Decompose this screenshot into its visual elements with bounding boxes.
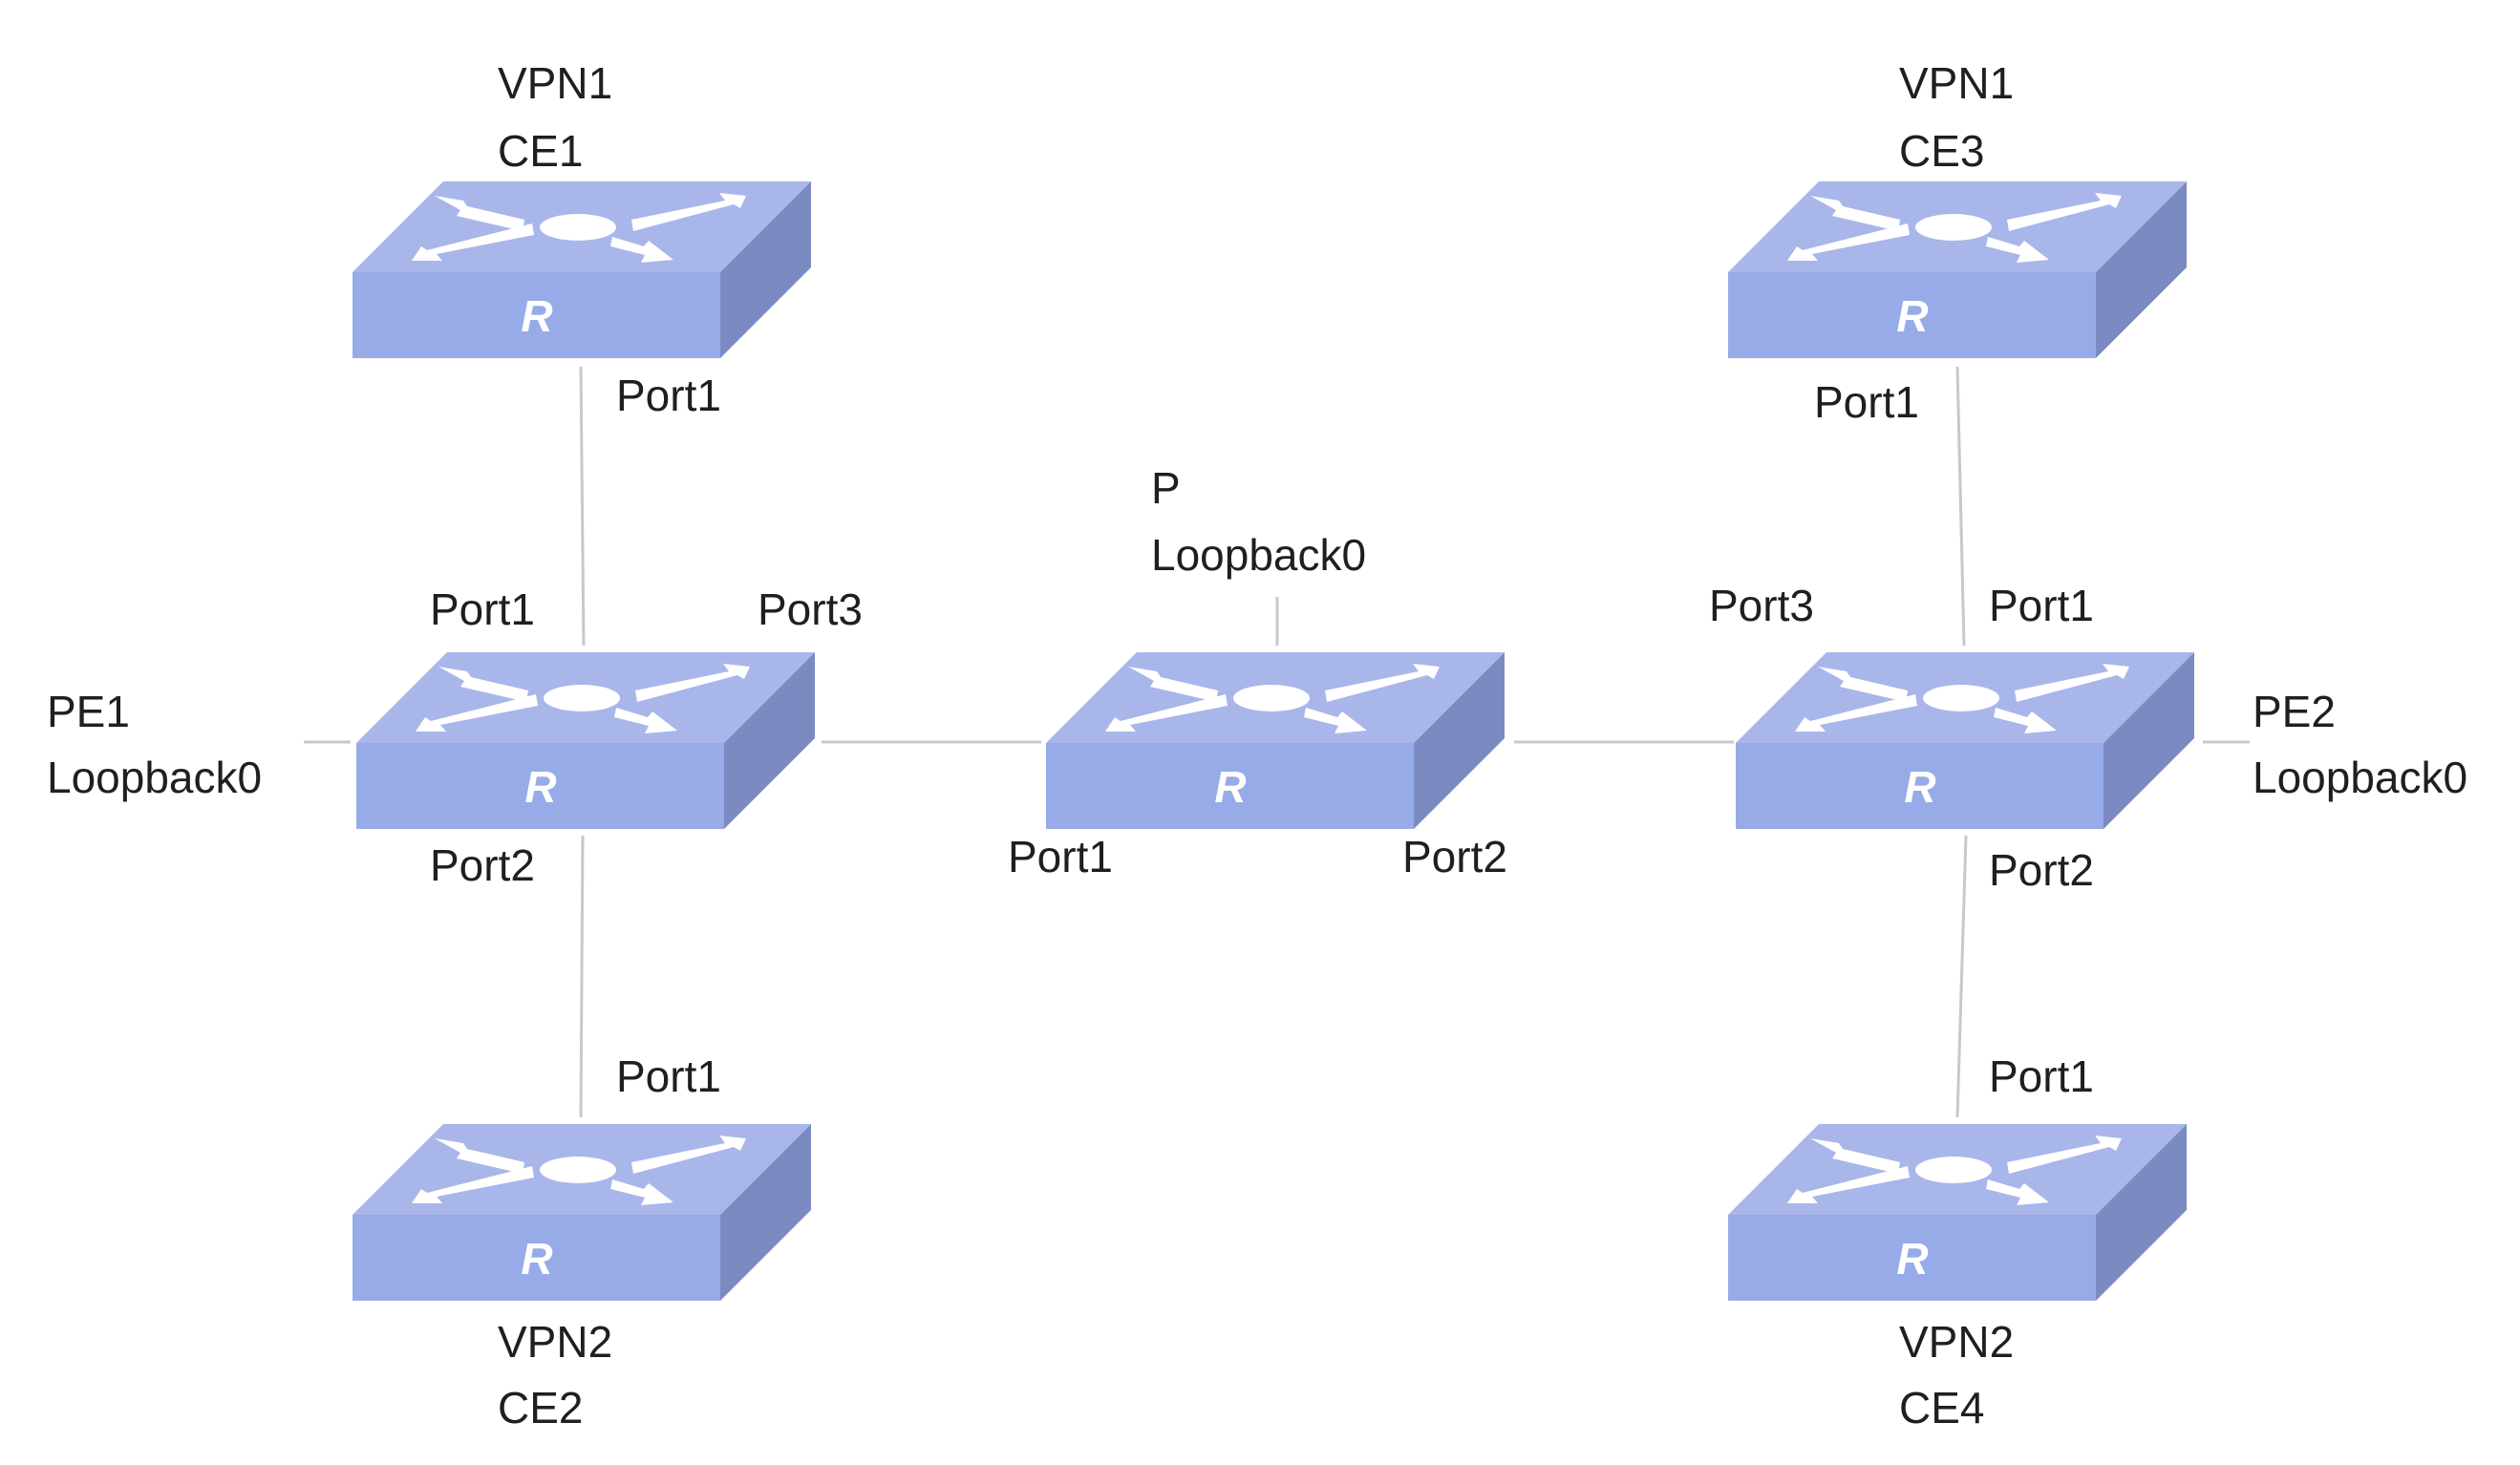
router-p: R xyxy=(1046,652,1505,829)
device-label-ce3-line2: CE3 xyxy=(1899,126,1984,176)
link-pe1-ce2 xyxy=(579,835,585,1118)
device-label-pe1-line2: Loopback0 xyxy=(47,753,262,802)
router-letter-ce4: R xyxy=(1896,1234,1928,1284)
router-ce3: R xyxy=(1728,181,2187,358)
device-label-ce2-line2: CE2 xyxy=(498,1383,583,1433)
device-label-pe2-line2: Loopback0 xyxy=(2253,753,2467,802)
router-letter-pe1: R xyxy=(524,762,556,812)
port-label-pe2-port3: Port3 xyxy=(1709,581,1814,630)
device-label-p-line2: Loopback0 xyxy=(1151,530,1366,580)
device-label-ce4-line2: CE4 xyxy=(1899,1383,1984,1433)
device-labels: VPN1 CE1 VPN2 CE2 PE1 Loopback0 P Loopba… xyxy=(47,58,2467,1433)
port-label-pe1-port1: Port1 xyxy=(430,584,535,634)
link-ce1-pe1 xyxy=(579,366,586,647)
router-icon xyxy=(352,1124,811,1301)
port-label-pe1-port2: Port2 xyxy=(430,840,535,890)
connection-links xyxy=(304,366,2250,1118)
port-label-pe2-port2: Port2 xyxy=(1989,845,2094,895)
device-label-ce1-line1: VPN1 xyxy=(498,58,612,108)
port-label-pe2-port1: Port1 xyxy=(1989,581,2094,630)
router-letter-pe2: R xyxy=(1904,762,1935,812)
device-label-pe1-line1: PE1 xyxy=(47,687,130,736)
link-ce3-pe2 xyxy=(1955,366,1966,647)
port-labels: Port1 Port1 Port3 Port2 Port1 Port1 Port… xyxy=(430,371,2094,1101)
device-label-ce2-line1: VPN2 xyxy=(498,1317,612,1367)
port-label-ce4-port1: Port1 xyxy=(1989,1051,2094,1101)
port-label-pe1-port3: Port3 xyxy=(758,584,863,634)
router-icon xyxy=(1728,181,2187,358)
port-label-ce3-port1: Port1 xyxy=(1814,377,1919,427)
device-label-ce3-line1: VPN1 xyxy=(1899,58,2014,108)
router-icon xyxy=(1046,652,1505,829)
router-letter-ce1: R xyxy=(521,291,552,341)
router-icon xyxy=(356,652,815,829)
router-ce4: R xyxy=(1728,1124,2187,1301)
routers: R R R R R R R xyxy=(352,181,2194,1301)
device-label-ce4-line1: VPN2 xyxy=(1899,1317,2014,1367)
port-label-p-port2: Port2 xyxy=(1402,832,1507,881)
router-ce2: R xyxy=(352,1124,811,1301)
router-pe1: R xyxy=(356,652,815,829)
device-label-pe2-line1: PE2 xyxy=(2253,687,2336,736)
router-letter-ce3: R xyxy=(1896,291,1928,341)
router-letter-ce2: R xyxy=(521,1234,552,1284)
router-pe2: R xyxy=(1736,652,2194,829)
link-pe2-ce4 xyxy=(1955,835,1968,1118)
device-label-ce1-line2: CE1 xyxy=(498,126,583,176)
router-icon xyxy=(352,181,811,358)
router-icon xyxy=(1728,1124,2187,1301)
device-label-p-line1: P xyxy=(1151,463,1181,513)
router-ce1: R xyxy=(352,181,811,358)
port-label-ce2-port1: Port1 xyxy=(616,1051,721,1101)
port-label-ce1-port1: Port1 xyxy=(616,371,721,420)
port-label-p-port1: Port1 xyxy=(1008,832,1113,881)
router-icon xyxy=(1736,652,2194,829)
router-letter-p: R xyxy=(1214,762,1246,812)
